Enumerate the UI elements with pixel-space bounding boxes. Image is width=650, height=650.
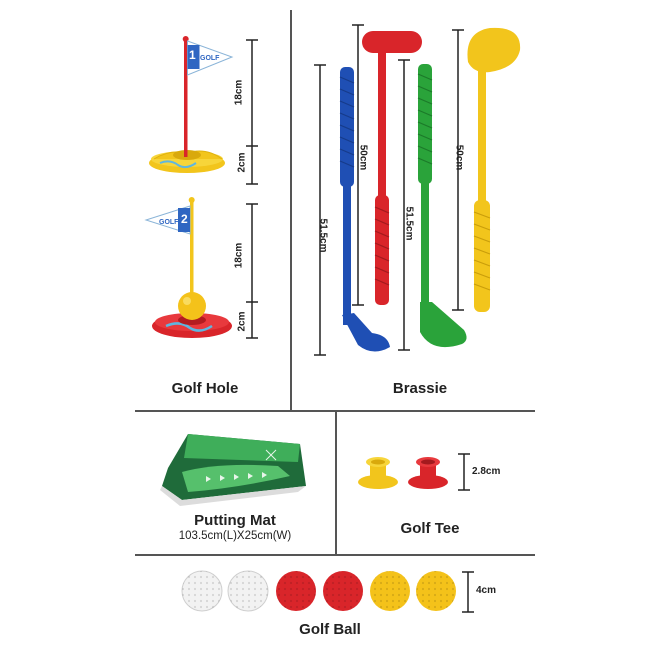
yellow-club-image (467, 27, 521, 312)
golf-ball-yellow-2 (416, 571, 456, 611)
putting-mat-image (160, 434, 306, 506)
golf-hole-dimension-lines (246, 39, 258, 339)
golf-hole-title: Golf Hole (171, 380, 239, 397)
golf-ball-dimension-line (462, 571, 474, 613)
golf-ball-white-2 (227, 570, 269, 612)
divider-middle-vertical (335, 412, 337, 554)
dim-ball-diameter: 4cm (476, 585, 497, 596)
divider-middle-horizontal (135, 410, 535, 412)
divider-lower-horizontal (135, 554, 535, 556)
putting-mat-size: 103.5cm(L)X25cm(W) (178, 530, 292, 542)
brassie-title: Brassie (392, 380, 448, 397)
red-club-image (362, 31, 422, 305)
golf-tee-dimension-line (458, 453, 470, 491)
golf-hole-2-image (144, 197, 232, 338)
blue-club-image (339, 67, 390, 352)
green-club-image (417, 64, 467, 348)
flag-1-number: 1 (189, 48, 196, 62)
golf-ball-white-1 (181, 570, 223, 612)
golf-ball-yellow-1 (370, 571, 410, 611)
dim-green-club: 51.5cm (403, 206, 415, 241)
flag-2-number: 2 (181, 212, 188, 226)
golf-tee-title: Golf Tee (400, 520, 460, 537)
brassie-dimension-lines (314, 24, 464, 356)
golf-hole-1-image (149, 36, 234, 173)
golf-ball-red-1 (276, 571, 316, 611)
dim-flag-2-height: 18cm (233, 242, 245, 269)
divider-top-vertical (290, 10, 292, 410)
golf-ball-title: Golf Ball (299, 621, 361, 638)
dim-red-club: 50cm (357, 144, 369, 171)
dim-tee-height: 2.8cm (472, 466, 501, 477)
putting-mat-title: Putting Mat (194, 512, 276, 529)
golf-tee-red-image (408, 457, 448, 489)
golf-balls-image (181, 570, 456, 612)
dim-cup-1-height: 2cm (236, 152, 248, 173)
dim-flag-1-height: 18cm (233, 79, 245, 106)
dim-blue-club: 51.5cm (317, 218, 329, 253)
flag-1-text: GOLF (200, 55, 220, 62)
flag-2-text: GOLF (159, 219, 179, 226)
dim-yellow-club: 50cm (453, 144, 465, 171)
golf-ball-red-2 (323, 571, 363, 611)
dim-cup-2-height: 2cm (236, 311, 248, 332)
golf-tee-yellow-image (358, 457, 398, 489)
